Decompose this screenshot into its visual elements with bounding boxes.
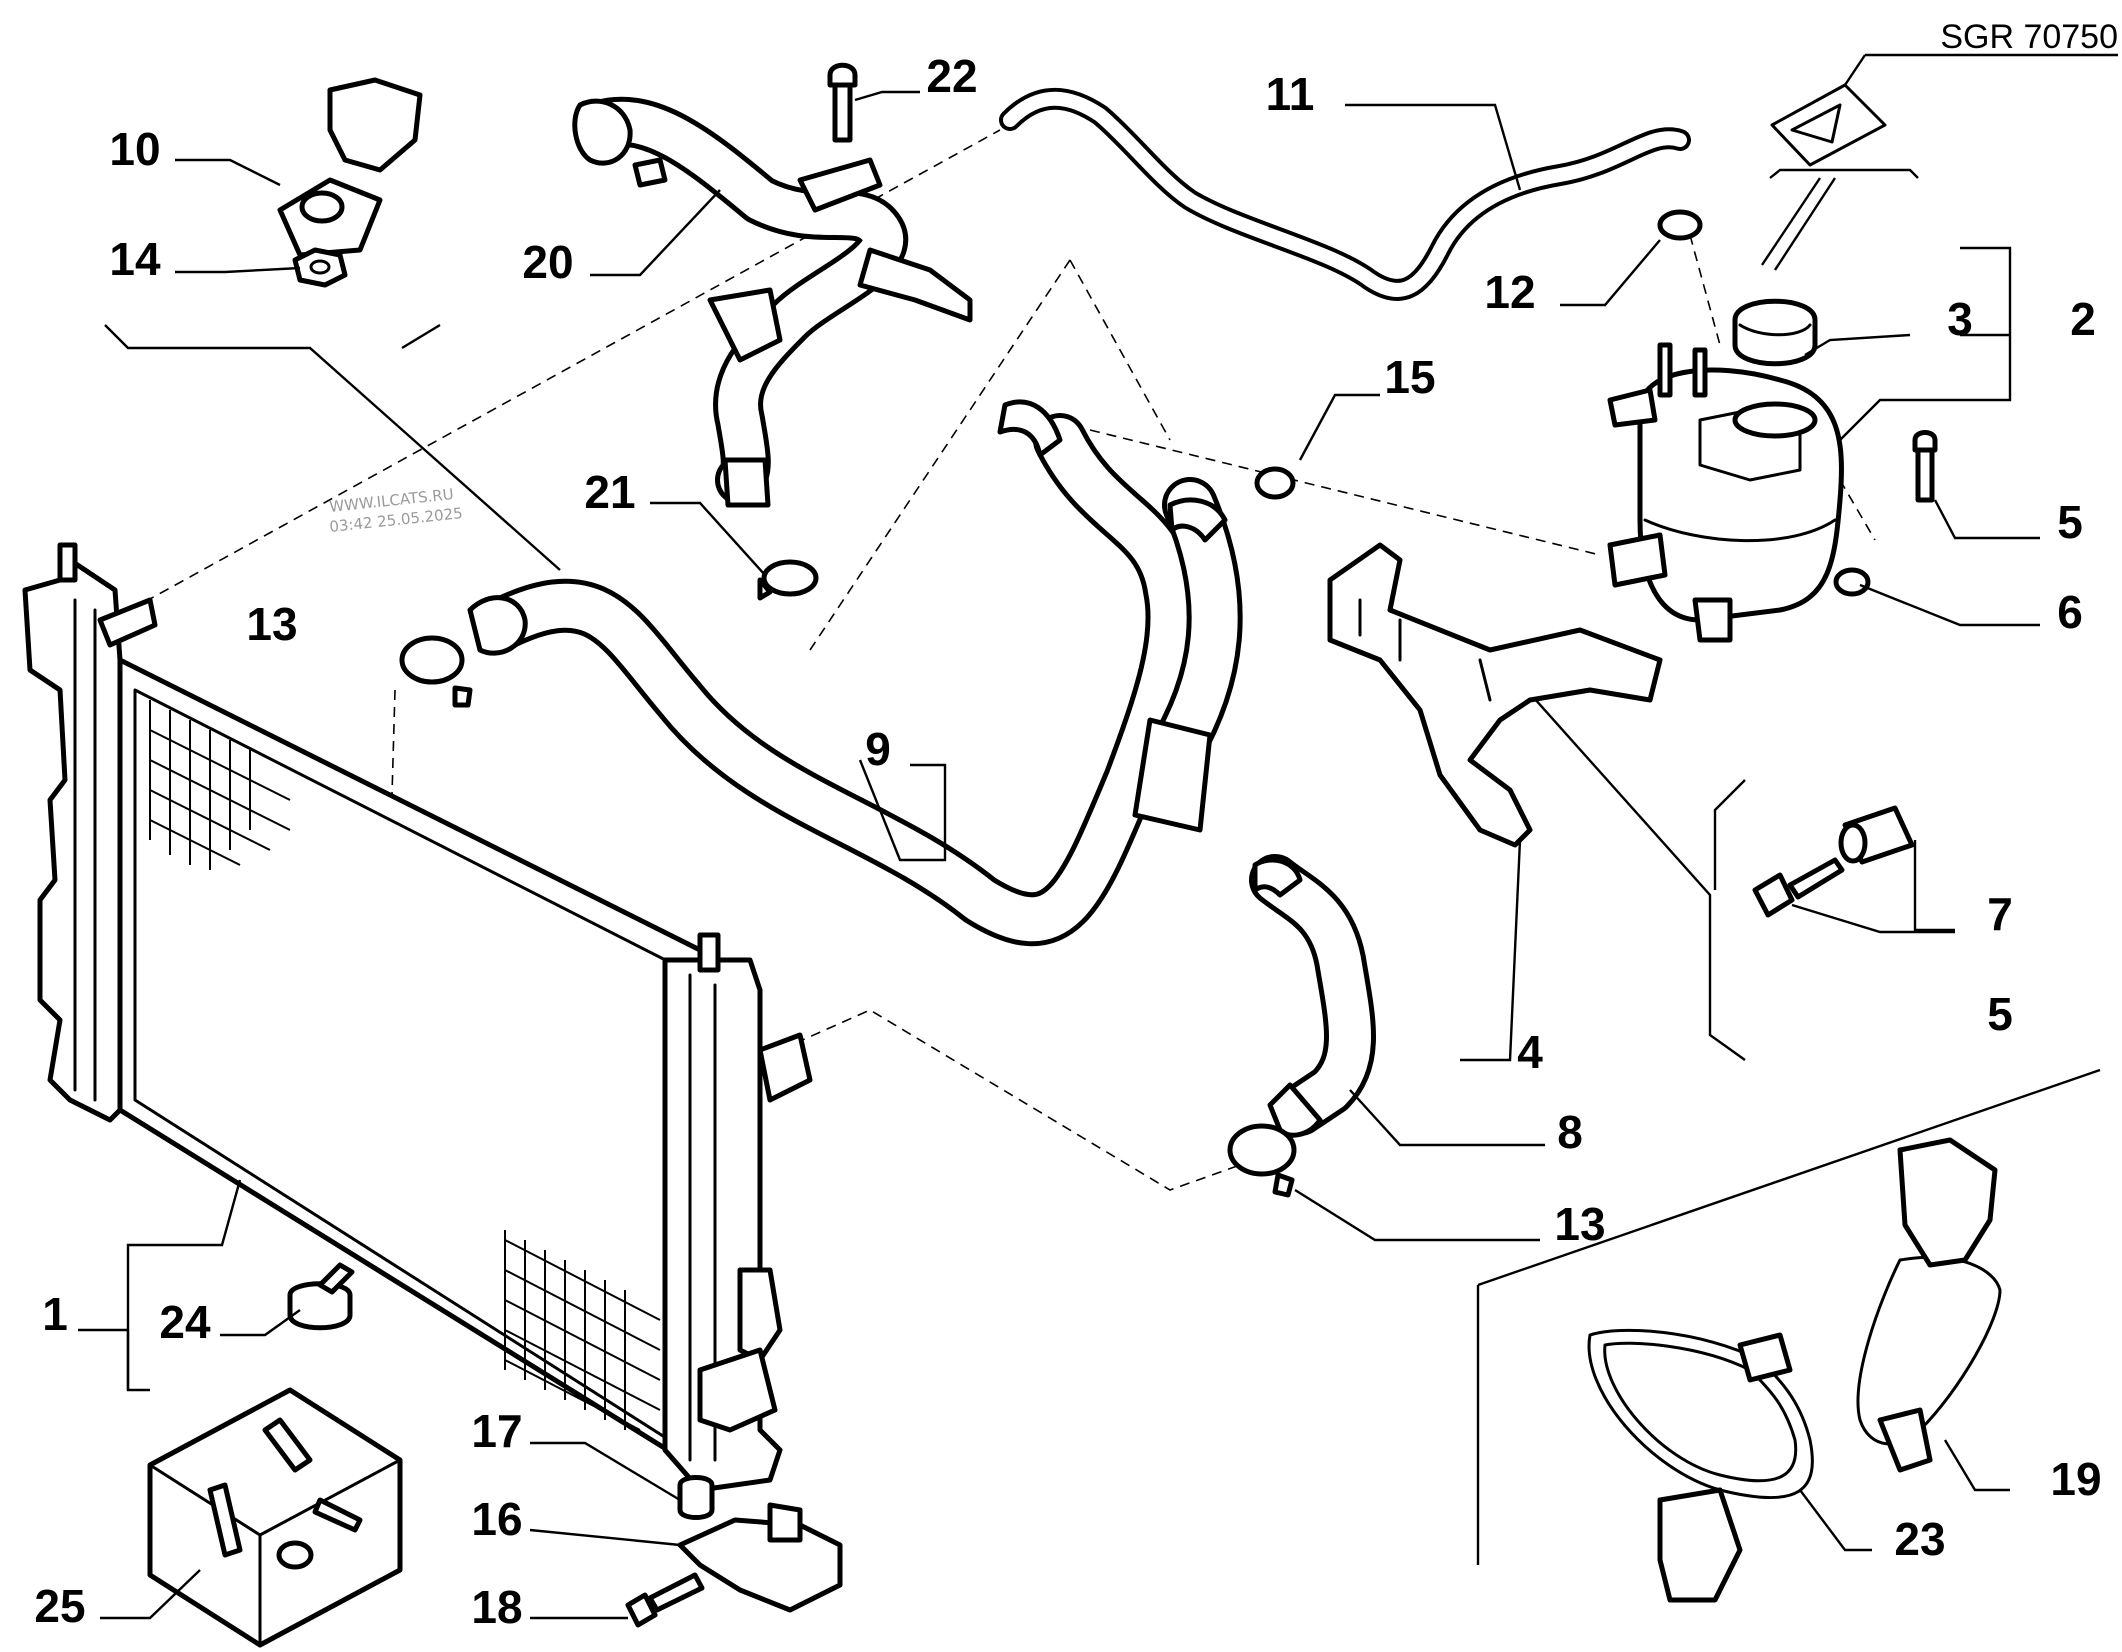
callout-1: 1 xyxy=(42,1288,68,1340)
callout-2: 2 xyxy=(2070,293,2096,345)
callout-19: 19 xyxy=(2050,1453,2101,1505)
construction-lines xyxy=(104,323,2101,1565)
callout-23: 23 xyxy=(1894,1513,1945,1565)
clamp-21 xyxy=(757,559,819,601)
callout-3: 3 xyxy=(1947,293,1973,345)
callout-25: 25 xyxy=(34,1580,85,1632)
callout-9: 9 xyxy=(865,723,891,775)
reference-code: SGR 70750 xyxy=(1940,18,2118,56)
callout-11: 11 xyxy=(1266,68,1315,120)
clamp-13-upper xyxy=(399,635,473,708)
bracket-10 xyxy=(277,77,423,258)
warning-bracket xyxy=(1761,168,1919,271)
bolt-22 xyxy=(827,62,858,143)
bushing-7 xyxy=(1838,805,1915,865)
callout-13-lower: 13 xyxy=(1554,1198,1605,1250)
callout-13-upper: 13 xyxy=(246,598,297,650)
bushing-17 xyxy=(677,1475,715,1520)
callout-15: 15 xyxy=(1384,351,1435,403)
callout-14: 14 xyxy=(109,233,161,285)
bolt-18 xyxy=(625,1572,705,1628)
callout-8: 8 xyxy=(1557,1106,1583,1158)
bracket-4 xyxy=(1327,542,1663,848)
callout-17: 17 xyxy=(471,1405,522,1457)
callout-5-lower: 5 xyxy=(1987,988,2013,1040)
clamp-12 xyxy=(1657,209,1703,241)
callout-6: 6 xyxy=(2057,586,2083,638)
callout-5-upper: 5 xyxy=(2057,496,2083,548)
warning-triangle-icon xyxy=(1770,53,2118,167)
bolt-5-upper xyxy=(1912,430,1938,503)
radiator xyxy=(22,542,813,1493)
assembly-dash-lines xyxy=(129,129,1876,1191)
callout-4: 4 xyxy=(1517,1026,1543,1078)
strap-clamp-19 xyxy=(1856,1137,2002,1473)
radiator-core-grid-lower xyxy=(504,1230,661,1431)
nut-14 xyxy=(292,247,348,288)
clamp-15 xyxy=(1254,466,1296,500)
callout-18: 18 xyxy=(471,1581,522,1633)
grommet-24 xyxy=(287,1262,355,1331)
strap-clamp-23 xyxy=(1587,1328,1814,1603)
callout-21: 21 xyxy=(584,466,635,518)
callout-20: 20 xyxy=(522,236,573,288)
hose-lower-main xyxy=(467,399,1243,947)
bracket-16 xyxy=(677,1502,843,1613)
hose-small xyxy=(1249,854,1376,1138)
clamp-13-lower xyxy=(1227,1123,1297,1198)
radiator-core-grid-upper xyxy=(149,700,291,870)
pipe-upper-outlet xyxy=(572,96,973,508)
callout-numbers: 1 2 3 4 5 5 6 7 8 9 10 11 12 13 13 14 15… xyxy=(34,50,2101,1633)
tube-overflow xyxy=(999,87,1691,301)
bolt-5-lower xyxy=(1752,857,1845,918)
fastener-kit-box-25 xyxy=(147,1387,403,1648)
leader-lines xyxy=(78,90,2040,1620)
callout-7: 7 xyxy=(1987,888,2013,940)
callout-12: 12 xyxy=(1484,266,1535,318)
grommet-6 xyxy=(1833,567,1871,597)
callout-24: 24 xyxy=(159,1296,211,1348)
callout-16: 16 xyxy=(471,1493,522,1545)
callout-22: 22 xyxy=(926,50,977,102)
expansion-tank xyxy=(1607,298,1844,643)
callout-10: 10 xyxy=(109,123,160,175)
